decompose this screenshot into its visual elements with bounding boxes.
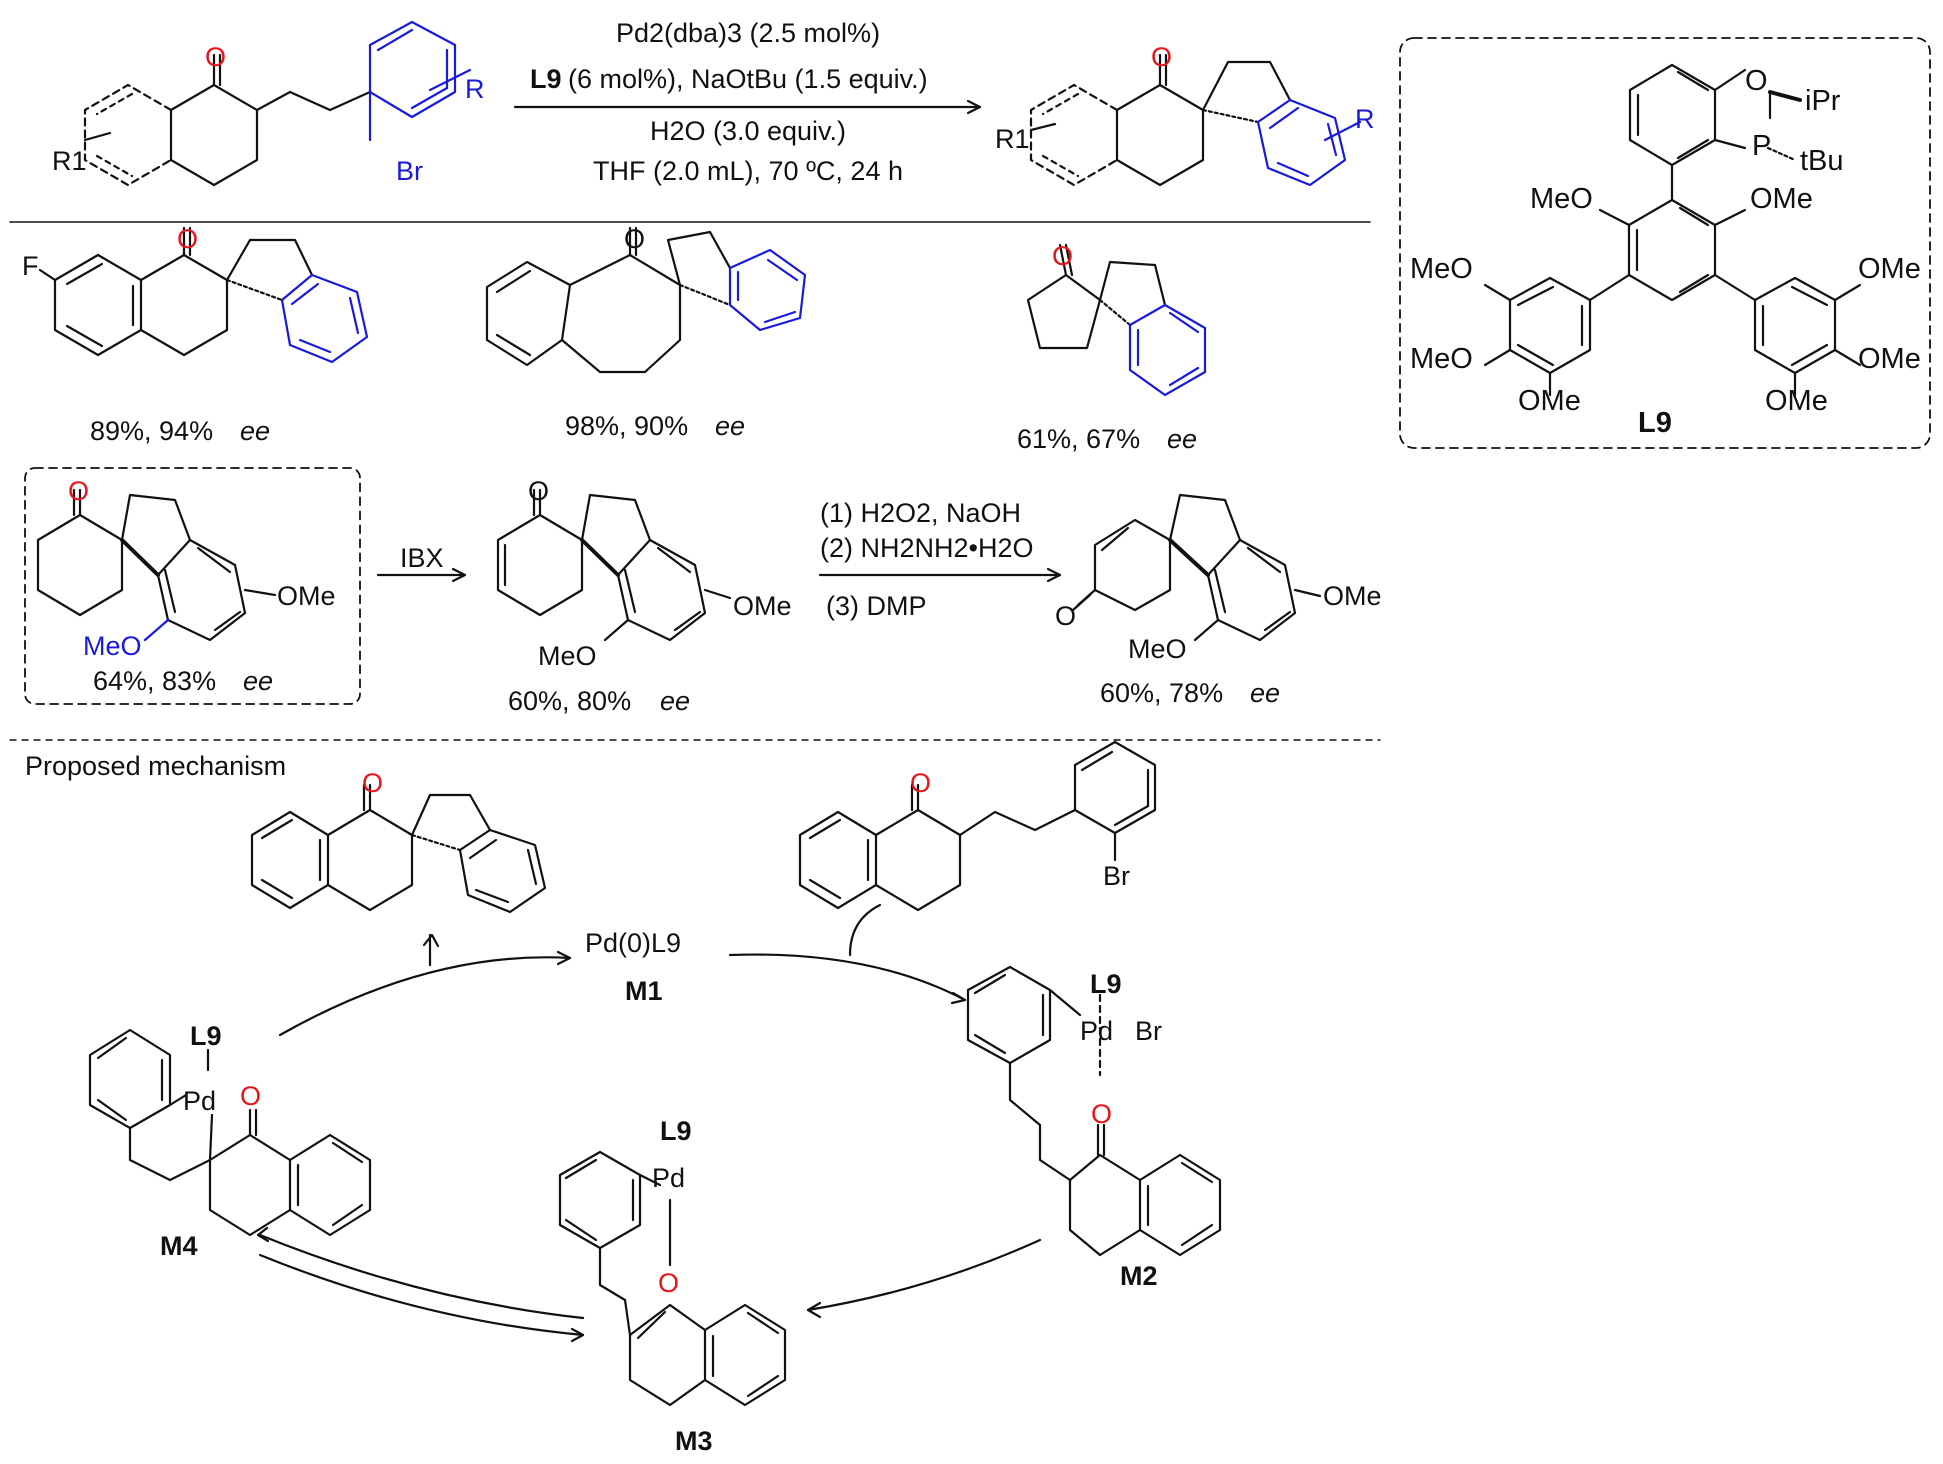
mechanism-product-structure bbox=[250, 783, 547, 914]
example-1-f: F bbox=[22, 251, 39, 281]
mechanism-heading: Proposed mechanism bbox=[25, 751, 286, 781]
m2-l9: L9 bbox=[1090, 969, 1122, 999]
ligand-label-ome-1: OMe bbox=[1750, 183, 1813, 215]
mech-m4: M4 bbox=[160, 1231, 198, 1261]
ligand-l9-structure bbox=[1483, 63, 1862, 397]
example-2-o: O bbox=[624, 224, 645, 254]
end-ee: ee bbox=[1250, 678, 1280, 708]
reagent-catalyst: Pd2(dba)3 (2.5 mol%) bbox=[616, 18, 880, 48]
mech-m2: M2 bbox=[1120, 1261, 1158, 1291]
start-ome: OMe bbox=[277, 581, 336, 611]
ligand-name: L9 bbox=[1638, 407, 1672, 439]
end-o: O bbox=[1055, 601, 1076, 631]
m3-o: O bbox=[658, 1268, 679, 1298]
m2-pd: Pd bbox=[1080, 1016, 1113, 1046]
ligand-label-ome-5: OMe bbox=[1765, 385, 1828, 417]
ligand-label-meo-3: MeO bbox=[1410, 343, 1473, 375]
mech-m1: M1 bbox=[625, 976, 663, 1006]
reagent-ligand-rest: (6 mol%), NaOtBu (1.5 equiv.) bbox=[568, 64, 928, 94]
mid-meo: MeO bbox=[538, 641, 597, 671]
end-yield: 60%, 78% bbox=[1100, 678, 1223, 708]
mid-ome: OMe bbox=[733, 591, 792, 621]
step2-reagent-1: (1) H2O2, NaOH bbox=[820, 498, 1021, 528]
example-2-structure bbox=[485, 226, 807, 374]
substrate-r: R bbox=[465, 74, 485, 104]
mech-m3: M3 bbox=[675, 1426, 713, 1456]
end-meo: MeO bbox=[1128, 634, 1187, 664]
ligand-label-tbu: tBu bbox=[1800, 145, 1844, 177]
product-structure bbox=[1029, 53, 1362, 187]
m4-l9: L9 bbox=[190, 1021, 222, 1051]
m4-structure bbox=[88, 1028, 372, 1237]
example-1-ee: ee bbox=[240, 416, 270, 446]
start-ee: ee bbox=[243, 666, 273, 696]
example-3-yield: 61%, 67% bbox=[1017, 424, 1140, 454]
mid-o: O bbox=[528, 476, 549, 506]
start-o: O bbox=[68, 476, 89, 506]
start-yield: 64%, 83% bbox=[93, 666, 216, 696]
start-meo: MeO bbox=[83, 631, 142, 661]
substrate-br: Br bbox=[396, 156, 423, 186]
derivative-start-structure bbox=[36, 488, 277, 642]
ligand-label-ome-3: OMe bbox=[1858, 343, 1921, 375]
step2-reagent-2: (2) NH2NH2•H2O bbox=[820, 533, 1034, 563]
ligand-label-ome-2: OMe bbox=[1858, 253, 1921, 285]
m2-structure bbox=[966, 965, 1222, 1257]
example-2-yield: 98%, 90% bbox=[565, 411, 688, 441]
step1-reagent: IBX bbox=[400, 543, 444, 573]
mech-substrate-br: Br bbox=[1103, 861, 1130, 891]
example-3-structure bbox=[1026, 243, 1207, 397]
product-r: R bbox=[1355, 104, 1375, 134]
m3-l9: L9 bbox=[660, 1116, 692, 1146]
derivative-mid-structure bbox=[496, 488, 732, 642]
substrate-r1: R1 bbox=[52, 146, 87, 176]
ligand-label-o: O bbox=[1745, 65, 1768, 97]
m2-o: O bbox=[1091, 1099, 1112, 1129]
reagent-additive: H2O (3.0 equiv.) bbox=[650, 116, 846, 146]
example-3-o: O bbox=[1052, 241, 1073, 271]
ligand-label-p: P bbox=[1752, 130, 1771, 162]
example-1-structure bbox=[38, 226, 369, 364]
mid-yield: 60%, 80% bbox=[508, 686, 631, 716]
step2-reagent-3: (3) DMP bbox=[826, 591, 927, 621]
example-1-o: O bbox=[177, 224, 198, 254]
mech-substrate-o: O bbox=[910, 768, 931, 798]
end-ome: OMe bbox=[1323, 581, 1382, 611]
m2-br: Br bbox=[1135, 1016, 1162, 1046]
mechanism-substrate-structure bbox=[798, 740, 1157, 912]
product-carbonyl-o: O bbox=[1151, 42, 1172, 72]
m4-o: O bbox=[240, 1081, 261, 1111]
mid-ee: ee bbox=[660, 686, 690, 716]
m3-pd: Pd bbox=[652, 1163, 685, 1193]
example-3-ee: ee bbox=[1167, 424, 1197, 454]
mech-product-o: O bbox=[362, 768, 383, 798]
substrate-structure bbox=[83, 20, 472, 187]
reagent-ligand-label: L9 bbox=[530, 64, 562, 94]
m4-pd: Pd bbox=[183, 1086, 216, 1116]
ligand-label-meo-1: MeO bbox=[1530, 183, 1593, 215]
product-r1: R1 bbox=[995, 124, 1030, 154]
mech-catalyst: Pd(0)L9 bbox=[585, 928, 681, 958]
ligand-label-ome-4: OMe bbox=[1518, 385, 1581, 417]
substrate-carbonyl-o: O bbox=[205, 42, 226, 72]
reagent-conditions: THF (2.0 mL), 70 ºC, 24 h bbox=[593, 156, 903, 186]
example-2-ee: ee bbox=[715, 411, 745, 441]
ligand-label-meo-2: MeO bbox=[1410, 253, 1473, 285]
m3-structure bbox=[558, 1150, 787, 1407]
ligand-label-ipr: iPr bbox=[1805, 85, 1841, 117]
derivative-end-structure bbox=[1071, 493, 1322, 642]
example-1-yield: 89%, 94% bbox=[90, 416, 213, 446]
